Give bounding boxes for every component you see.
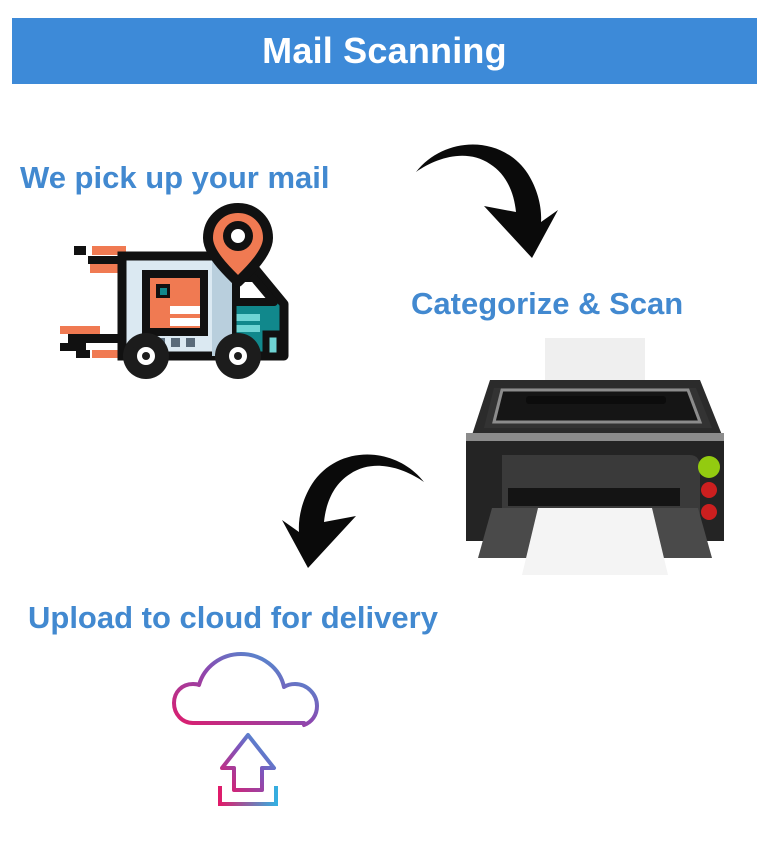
cloud-outline-icon [172,652,319,727]
curved-arrow-right-down-icon [410,130,580,270]
status-light-red-2 [701,504,717,520]
step-2-caption: Categorize & Scan [411,286,684,321]
curved-arrow-left-down-icon [250,440,430,580]
printer-scanner-illustration [450,330,740,580]
truck-speed-lines-icon [60,246,132,358]
status-light-green [698,456,720,478]
output-slot [508,488,680,506]
upload-base-bracket-icon [218,786,278,806]
status-light-red-1 [701,482,717,498]
output-paper [522,508,668,575]
cloud-upload-illustration [152,640,352,820]
truck-wheels-icon [123,333,261,379]
step-3-caption: Upload to cloud for delivery [28,600,438,635]
header-banner: Mail Scanning [12,18,757,84]
step-1-caption: We pick up your mail [20,160,330,195]
page-title: Mail Scanning [262,30,507,71]
location-pin-icon [203,203,273,287]
delivery-truck-illustration [60,198,310,388]
upload-arrow-icon [220,733,276,792]
